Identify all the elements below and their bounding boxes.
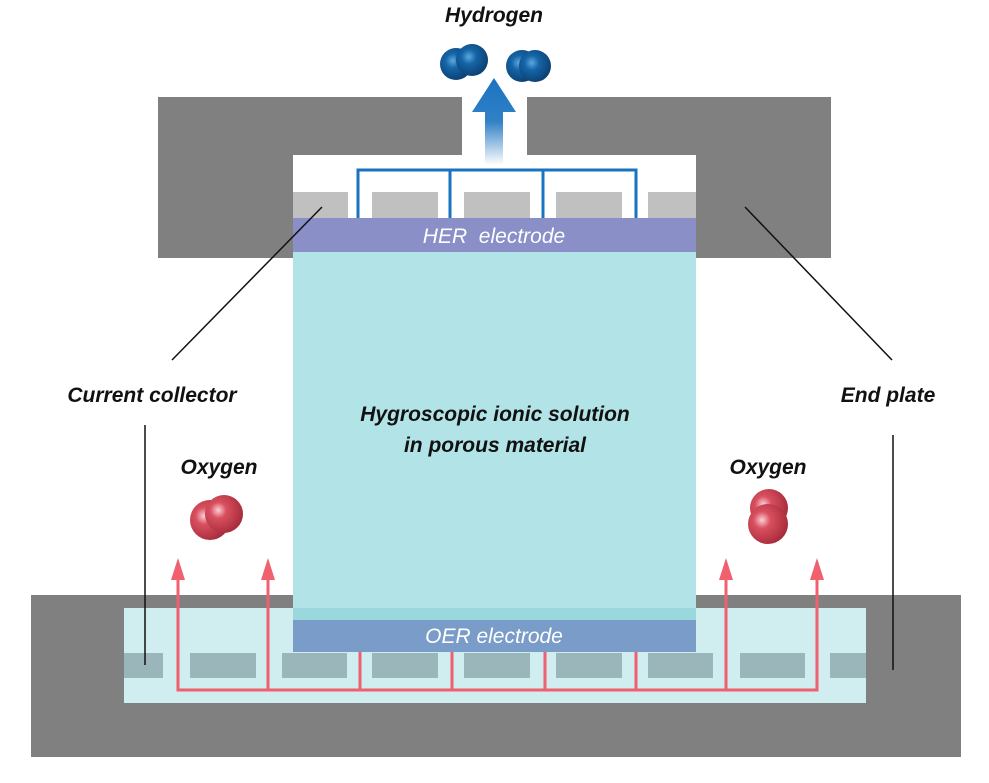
current-collector-label: Current collector [67,384,238,407]
body-label-line2: in porous material [404,434,587,457]
oer-electrode-label: OER electrode [425,625,563,648]
oxygen-label-left: Oxygen [180,456,257,479]
bottom-current-collector [124,653,866,678]
hydrogen-arrow [472,78,516,165]
porous-body-immersed [293,608,696,622]
hydrogen-flow-lines [356,168,638,218]
oxygen-molecule-icon [190,495,243,540]
hydrogen-molecule-icon [440,44,488,80]
body-label-line1: Hygroscopic ionic solution [360,403,630,426]
oxygen-label-right: Oxygen [729,456,806,479]
end-plate-label: End plate [841,384,936,407]
oxygen-flow-lines [176,575,819,692]
hydrogen-molecule-icon [506,50,551,82]
top-current-collector [293,192,696,218]
her-electrode-label: HER electrode [423,225,565,248]
oxygen-molecule-icon [748,489,788,544]
oer-electrode [293,620,696,652]
porous-body [293,252,696,622]
oxygen-arrowheads [171,558,824,580]
her-electrode [293,218,696,252]
hydrogen-label: Hydrogen [445,4,543,27]
leader-lines [144,206,894,670]
